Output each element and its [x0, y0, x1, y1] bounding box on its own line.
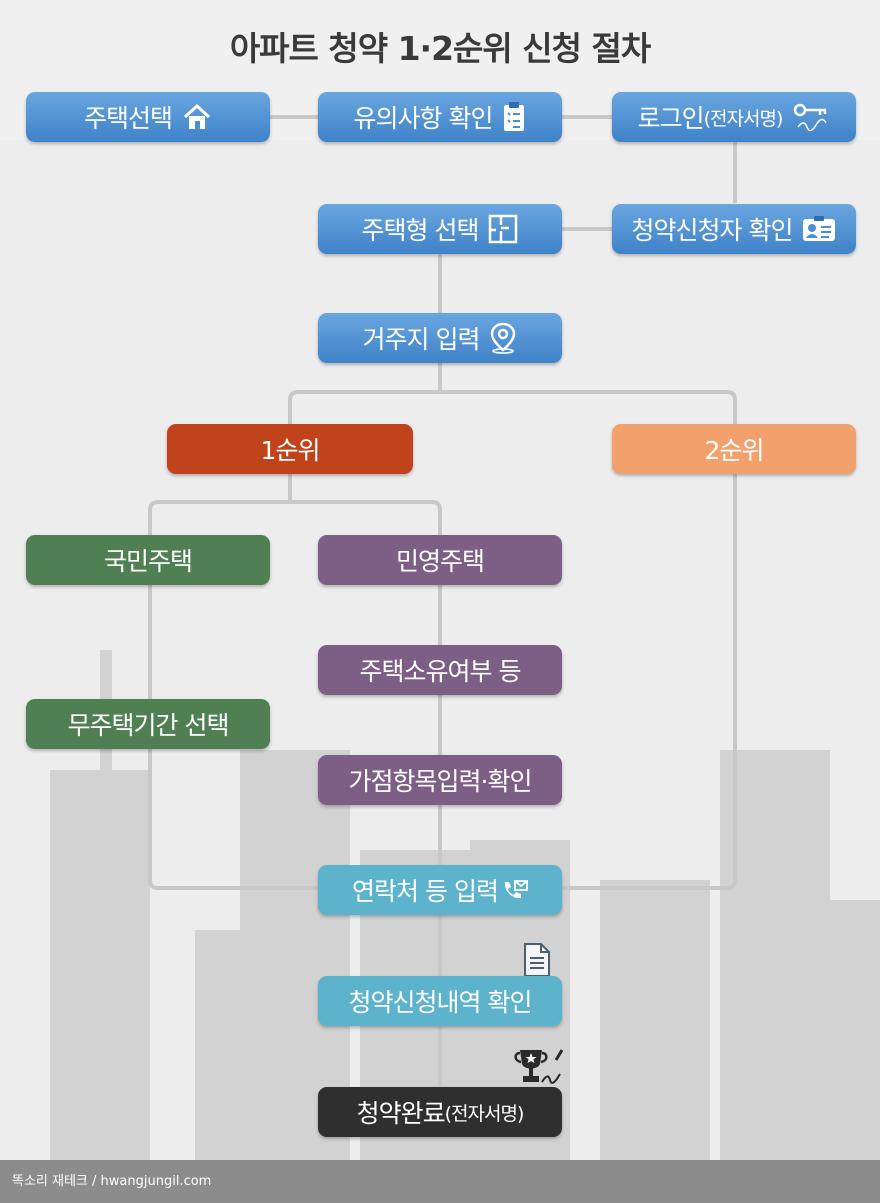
step-history: 청약신청내역 확인	[318, 976, 562, 1026]
footer-credit: 똑소리 재테크 / hwangjungil.com	[0, 1160, 880, 1203]
step-house-select-label: 주택선택	[83, 104, 173, 133]
house-icon	[182, 103, 212, 131]
floorplan-icon	[488, 214, 518, 244]
step-complete-label: 청약완료	[356, 1099, 446, 1128]
step-housing-type: 주택형 선택	[318, 204, 562, 254]
id-card-icon	[802, 215, 836, 243]
step-score-items: 가점항목입력·확인	[318, 755, 562, 805]
private-housing: 민영주택	[318, 535, 562, 585]
location-pin-icon	[489, 322, 517, 354]
step-house-select: 주택선택	[26, 92, 270, 142]
trophy-icon	[512, 1046, 564, 1092]
page-title: 아파트 청약 1·2순위 신청 절차	[229, 29, 651, 68]
step-score-items-label: 가점항목입력·확인	[348, 767, 533, 796]
step-housing-type-label: 주택형 선택	[361, 216, 480, 245]
step-complete: 청약완료(전자서명)	[318, 1087, 562, 1137]
step-residence: 거주지 입력	[318, 313, 562, 363]
document-icon	[522, 942, 552, 982]
step-login: 로그인(전자서명)	[612, 92, 856, 142]
rank-1: 1순위	[167, 424, 413, 474]
clipboard-icon	[502, 101, 526, 133]
public-housing-label: 국민주택	[103, 547, 193, 576]
step-homeless-period-label: 무주택기간 선택	[67, 711, 230, 740]
rank-2-label: 2순위	[704, 436, 765, 465]
step-ownership-label: 주택소유여부 등	[359, 657, 522, 686]
step-history-label: 청약신청내역 확인	[348, 988, 533, 1017]
step-contact-label: 연락처 등 입력	[352, 877, 499, 906]
step-applicant-check: 청약신청자 확인	[612, 204, 856, 254]
key-signature-icon	[792, 101, 830, 133]
step-notice-check: 유의사항 확인	[318, 92, 562, 142]
step-complete-sub: (전자서명)	[444, 1102, 525, 1125]
step-homeless-period: 무주택기간 선택	[26, 699, 270, 749]
rank-1-label: 1순위	[260, 436, 321, 465]
connector-lines	[148, 115, 737, 1087]
phone-mail-icon	[502, 879, 528, 901]
step-login-sub: (전자서명)	[703, 107, 784, 130]
private-housing-label: 민영주택	[395, 547, 485, 576]
step-residence-label: 거주지 입력	[362, 325, 481, 354]
step-ownership: 주택소유여부 등	[318, 645, 562, 695]
step-notice-check-label: 유의사항 확인	[353, 104, 494, 133]
step-login-label: 로그인	[637, 104, 705, 133]
step-applicant-check-label: 청약신청자 확인	[631, 216, 794, 245]
rank-2: 2순위	[612, 424, 856, 474]
public-housing: 국민주택	[26, 535, 270, 585]
step-contact: 연락처 등 입력	[318, 865, 562, 915]
